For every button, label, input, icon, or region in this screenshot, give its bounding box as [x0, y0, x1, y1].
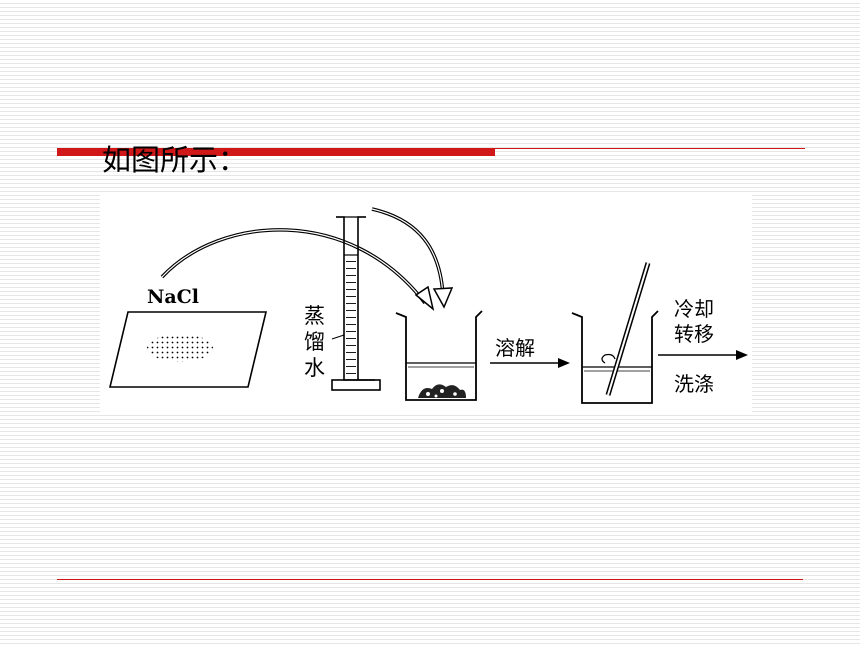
water-label-3: 水: [304, 356, 325, 380]
beaker-cooling: [571, 310, 659, 404]
process-arrow-transfer: [658, 350, 748, 360]
beaker-dissolving: [395, 310, 483, 401]
water-label-1: 蒸: [304, 304, 325, 328]
dissolve-label: 溶解: [495, 336, 535, 360]
title-accent-bar: [57, 148, 495, 156]
water-label-2: 馏: [304, 330, 325, 354]
cool-label: 冷却: [674, 297, 714, 321]
glass-rod: [601, 262, 651, 396]
weighing-paper: [108, 311, 268, 388]
transfer-arrow-water: [371, 207, 454, 309]
wash-label: 洗涤: [674, 372, 714, 396]
graduated-cylinder: [331, 216, 381, 391]
solution-prep-diagram: NaCl 蒸 馏 水: [100, 195, 752, 413]
transfer-label: 转移: [674, 322, 714, 346]
nacl-label: NaCl: [147, 286, 199, 308]
process-arrow-dissolve: [490, 358, 570, 368]
transfer-arrow-salt: [160, 228, 435, 311]
slide-title: 如图所示：: [102, 143, 248, 177]
footer-divider: [57, 579, 803, 580]
title-accent-line: [495, 148, 805, 149]
